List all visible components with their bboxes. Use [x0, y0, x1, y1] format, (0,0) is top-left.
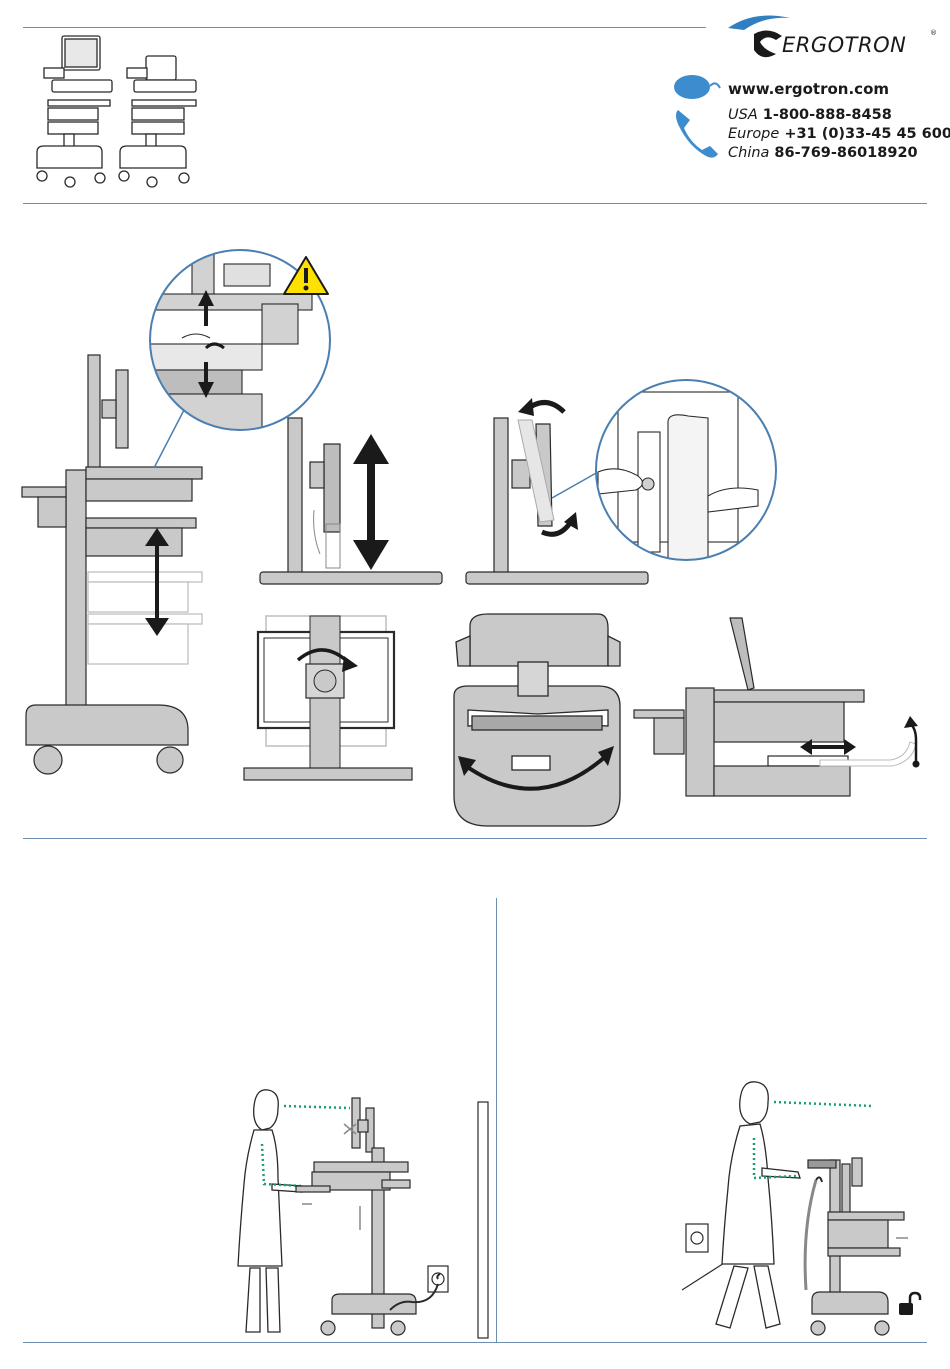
contact-number: 86-769-86018920 [774, 145, 917, 161]
section-rule-middle [23, 838, 927, 839]
mouse-icon [672, 72, 722, 102]
contact-number: 1-800-888-8458 [763, 107, 892, 123]
header-bottom-rule [23, 203, 927, 204]
contact-usa: USA 1-800-888-8458 [728, 108, 892, 123]
tilt-callout [588, 372, 788, 572]
header-top-rule [23, 27, 706, 28]
monitor-swivel-illustration [448, 606, 628, 831]
contact-europe: Europe +31 (0)33-45 45 600 [728, 127, 950, 142]
column-divider [496, 898, 497, 1342]
ergonomic-setup-wall-illustration [232, 1088, 492, 1338]
warning-icon [281, 254, 331, 298]
website-url[interactable]: www.ergotron.com [728, 82, 889, 97]
monitor-rotation-illustration [240, 610, 415, 785]
unlock-icon [897, 1292, 921, 1318]
contact-china: China 86-769-86018920 [728, 146, 918, 161]
registered-mark: ® [930, 29, 937, 37]
section-rule-bottom [23, 1342, 927, 1343]
keyboard-tray-illustration [630, 612, 930, 797]
contact-region: China [728, 145, 769, 161]
phone-icon [672, 106, 722, 161]
brand-wordmark: ERGOTRON [782, 33, 906, 57]
product-thumbnails [22, 30, 222, 200]
contact-region: USA [728, 107, 758, 123]
contact-region: Europe [728, 126, 779, 142]
contact-number: +31 (0)33-45 45 600 [784, 126, 950, 142]
monitor-height-illustration [256, 414, 446, 589]
ergonomic-transport-illustration [682, 1078, 932, 1338]
